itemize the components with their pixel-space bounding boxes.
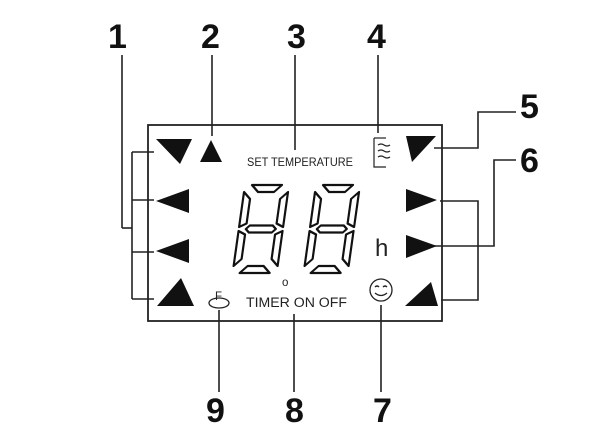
segment-e xyxy=(232,229,247,268)
leader-line-6 xyxy=(430,159,516,301)
segment-f xyxy=(237,190,252,229)
segment-b xyxy=(346,190,361,229)
segment-c xyxy=(270,229,284,268)
arrow-down-left-icon xyxy=(406,136,436,162)
callout-7: 7 xyxy=(373,392,392,430)
timer-on-off-label: TIMER ON OFF xyxy=(246,295,347,310)
arrow-right-icon xyxy=(406,189,437,212)
seven-segment-digit xyxy=(232,183,290,275)
segment-g xyxy=(315,224,348,234)
key-f-icon xyxy=(208,297,230,309)
callout-1: 1 xyxy=(108,18,127,56)
arrow-left-icon xyxy=(156,239,189,263)
segment-c xyxy=(341,229,355,268)
callout-2: 2 xyxy=(201,18,220,56)
callout-5: 5 xyxy=(520,88,539,126)
smiley-icon xyxy=(369,278,393,302)
callout-4: 4 xyxy=(367,18,386,56)
leader-line-1 xyxy=(121,55,154,300)
callout-9: 9 xyxy=(206,392,225,430)
segment-f xyxy=(308,190,323,229)
arrow-up-right-icon xyxy=(157,278,194,306)
callout-3: 3 xyxy=(287,18,306,56)
arrow-up-left-icon xyxy=(405,282,438,306)
callout-8: 8 xyxy=(285,392,304,430)
segment-g xyxy=(244,224,277,234)
segment-d xyxy=(238,264,271,275)
seven-segment-digit xyxy=(303,183,361,275)
arrow-up-icon xyxy=(200,140,222,162)
arrow-right-icon xyxy=(406,235,437,258)
arrow-left-icon xyxy=(156,189,189,213)
segment-e xyxy=(303,229,318,268)
hour-unit-label: h xyxy=(375,235,388,262)
segment-b xyxy=(275,190,290,229)
f-symbol: F xyxy=(215,291,222,303)
segment-d xyxy=(309,264,342,275)
callout-6: 6 xyxy=(520,142,539,180)
segment-a xyxy=(321,183,355,194)
wind-swing-icon xyxy=(373,137,391,168)
degree-symbol: o xyxy=(282,277,288,289)
leader-line-5 xyxy=(434,111,516,149)
segment-a xyxy=(250,183,284,194)
set-temperature-label: SET TEMPERATURE xyxy=(247,157,353,169)
lcd-frame xyxy=(147,124,443,322)
arrow-down-right-icon xyxy=(156,139,192,164)
